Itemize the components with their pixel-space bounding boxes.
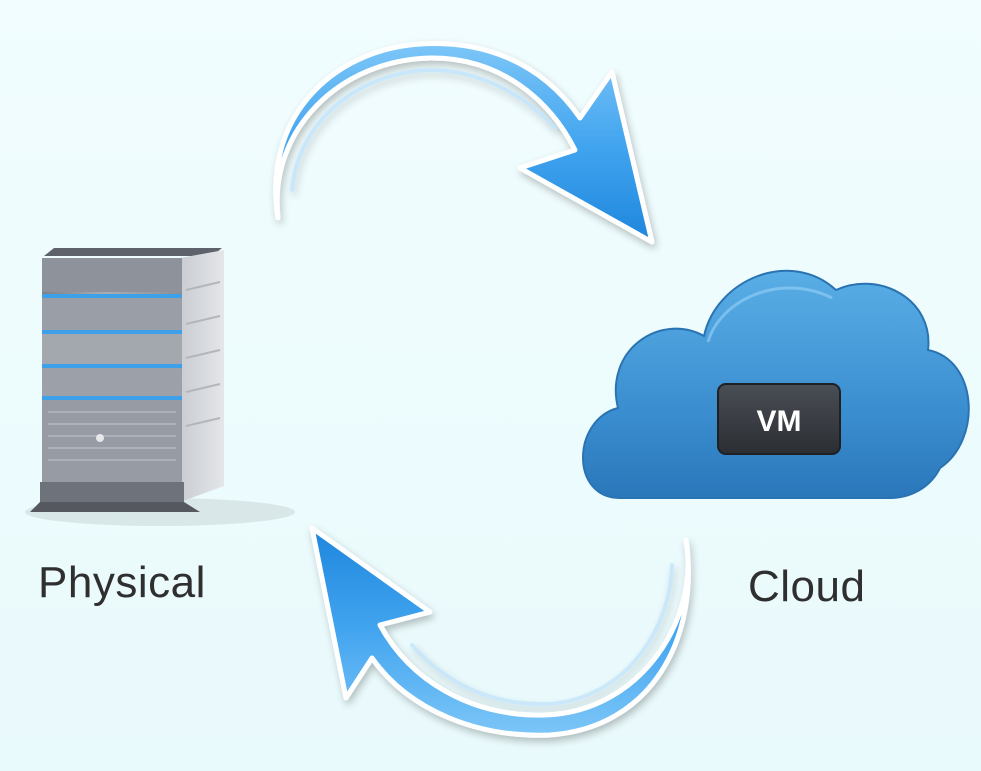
- curved-arrow-left-icon: [309, 525, 691, 738]
- physical-label: Physical: [38, 558, 206, 607]
- vm-badge: VM: [717, 383, 841, 455]
- cloud-label: Cloud: [748, 562, 866, 611]
- cloud-icon: VM: [582, 269, 970, 499]
- curved-arrow-right-icon: [273, 41, 655, 245]
- vm-badge-label: VM: [757, 405, 802, 438]
- server-tower-icon: [25, 248, 295, 526]
